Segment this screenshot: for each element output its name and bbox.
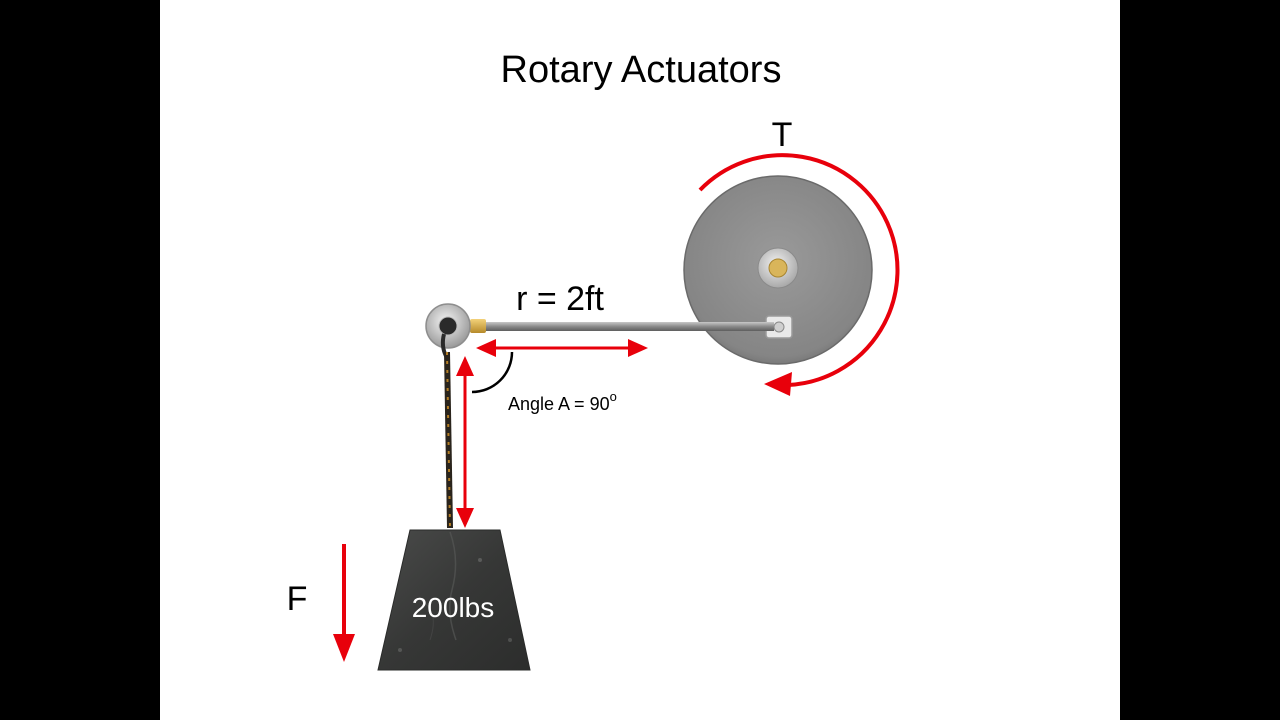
- torque-label: T: [772, 116, 793, 154]
- weight-label: 200lbs: [412, 592, 495, 623]
- slide-title: Rotary Actuators: [501, 49, 782, 91]
- angle-arc: [471, 351, 514, 394]
- rotary-disc: [683, 175, 873, 365]
- weight-block: [377, 529, 531, 671]
- slide-background: [160, 0, 1120, 720]
- rope: [440, 333, 453, 529]
- radius-label: r = 2ft: [516, 280, 604, 318]
- lever-rod: [478, 322, 774, 331]
- force-label: F: [287, 580, 308, 618]
- angle-label: Angle A = 90o: [508, 389, 617, 414]
- brass-fitting: [470, 319, 486, 333]
- torque-arrow: [698, 153, 900, 396]
- force-arrow: [333, 544, 355, 662]
- degree-symbol: o: [610, 389, 617, 404]
- pivot-eye: [425, 303, 471, 349]
- rope-arrow: [456, 356, 474, 528]
- radius-arrow: [476, 339, 648, 357]
